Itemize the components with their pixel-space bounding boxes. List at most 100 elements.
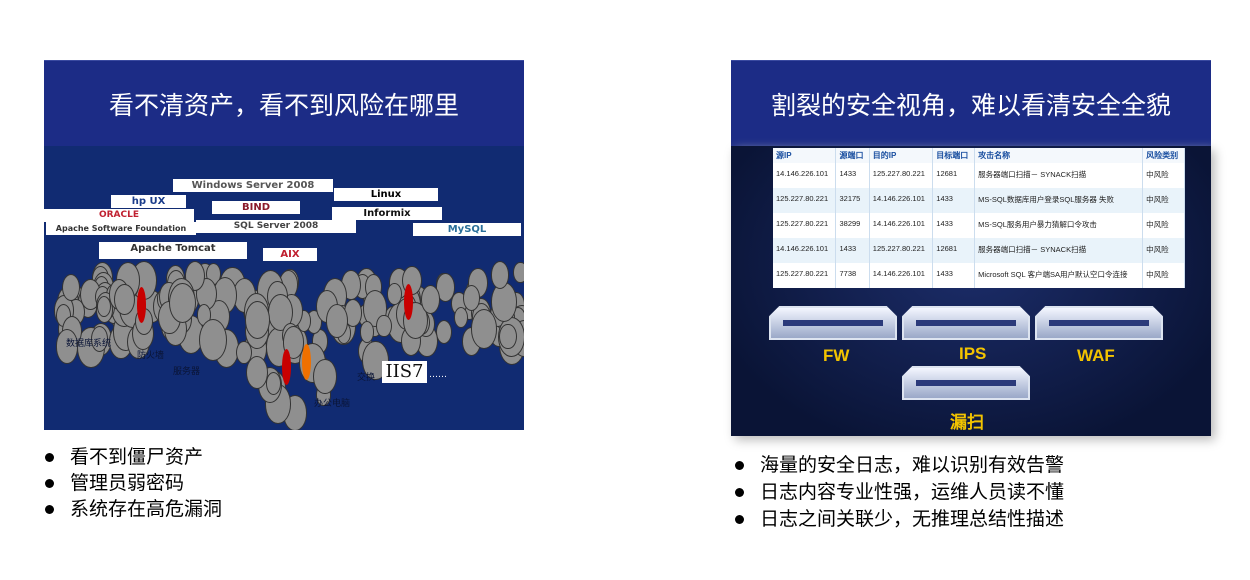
table-header-cell: 目的IP — [869, 148, 934, 163]
cloud-shape — [436, 320, 453, 345]
table-cell: Microsoft SQL 客户端SA用户默认空口令连接 — [974, 263, 1144, 288]
waf-label: WAF — [1077, 346, 1115, 365]
table-cell: MS-SQL数据库用户登录SQL服务器 失败 — [974, 188, 1144, 213]
table-cell: 38299 — [835, 213, 870, 238]
cloud-shape — [198, 319, 227, 361]
table-cell: 14.146.226.101 — [773, 163, 837, 188]
risk-marker — [404, 284, 413, 320]
cloud-shape — [90, 325, 108, 352]
table-header-cell: 目标端口 — [932, 148, 976, 163]
label-server: 服务器 — [173, 367, 201, 377]
label-firewall: 防火墙 — [137, 351, 165, 361]
table-cell: 32175 — [835, 188, 870, 213]
logo-windows-server: Windows Server 2008 — [173, 179, 333, 192]
table-cell: 1433 — [932, 188, 976, 213]
table-cell: 125.227.80.221 — [773, 263, 837, 288]
label-switch: 交换 — [357, 373, 376, 383]
table-cell: 125.227.80.221 — [869, 238, 934, 263]
table-cell: 中风险 — [1142, 263, 1185, 288]
table-cell: 服务器端口扫描－ SYNACK扫描 — [974, 163, 1144, 188]
table-cell: 14.146.226.101 — [869, 263, 934, 288]
risk-marker — [282, 349, 291, 385]
cloud-shape — [490, 261, 510, 289]
bullet-item: 看不到僵尸资产 — [40, 444, 222, 470]
cloud-shape — [168, 282, 196, 324]
left-panel-title: 看不清资产，看不到风险在哪里 — [44, 60, 524, 146]
asset-illustration: Windows Server 2008 Linux hp UX BIND ORA… — [44, 146, 524, 430]
logo-mysql: MySQL — [413, 223, 521, 236]
cloud-shape — [236, 340, 252, 364]
table-header-cell: 源IP — [773, 148, 837, 163]
cloud-shape — [513, 261, 524, 284]
waf-device-icon — [1035, 306, 1163, 340]
right-panel-title: 割裂的安全视角，难以看清安全全貌 — [731, 60, 1211, 146]
logo-iis7: IIS7 — [382, 361, 427, 383]
bullet-item: 日志内容专业性强，运维人员读不懂 — [730, 479, 1064, 506]
scanner-label: 漏扫 — [950, 413, 984, 432]
cloud-shape — [245, 355, 268, 389]
table-cell: 中风险 — [1142, 163, 1185, 188]
risk-marker — [302, 344, 311, 380]
table-cell: 1433 — [932, 263, 976, 288]
cloud-shape — [387, 283, 402, 305]
cloud-shape — [55, 329, 79, 364]
logo-linux: Linux — [334, 188, 438, 201]
logo-sql-server: SQL Server 2008 — [196, 220, 356, 233]
label-database: 数据库系统 — [66, 339, 112, 349]
cloud-shape — [244, 301, 270, 339]
fw-label: FW — [823, 346, 850, 365]
cloud-shape — [113, 283, 135, 316]
fw-device-icon — [769, 306, 897, 340]
bullet-item: 日志之间关联少，无推理总结性描述 — [730, 506, 1064, 533]
left-bullet-list: 看不到僵尸资产 管理员弱密码 系统存在高危漏洞 — [40, 444, 222, 522]
cloud-shape — [376, 314, 392, 338]
table-cell: 12681 — [932, 238, 976, 263]
logo-apache: Apache Software Foundation — [46, 222, 196, 235]
cloud-shape — [453, 306, 468, 328]
table-cell: 14.146.226.101 — [869, 188, 934, 213]
cloud-shape — [313, 358, 338, 395]
cloud-shape — [470, 309, 497, 349]
table-cell: 中风险 — [1142, 238, 1185, 263]
cloud-shape — [499, 323, 517, 350]
logo-oracle: ORACLE — [44, 209, 194, 222]
table-header-cell: 风险类别 — [1142, 148, 1185, 163]
table-cell: 中风险 — [1142, 213, 1185, 238]
cloud-shape — [265, 372, 282, 396]
cloud-shape — [490, 282, 518, 322]
cloud-shape — [420, 284, 441, 315]
table-cell: 14.146.226.101 — [773, 238, 837, 263]
cloud-shape — [325, 303, 349, 339]
scanner-device-icon — [902, 366, 1030, 400]
cloud-shape — [360, 321, 375, 343]
label-ellipsis: …… — [429, 370, 447, 380]
logo-aix: AIX — [263, 248, 317, 261]
table-cell: 1433 — [932, 213, 976, 238]
table-cell: 125.227.80.221 — [869, 163, 934, 188]
table-cell: 12681 — [932, 163, 976, 188]
risk-marker — [137, 287, 146, 323]
ips-device-icon — [902, 306, 1030, 340]
logo-hp-ux: hp UX — [111, 195, 186, 208]
table-cell: 125.227.80.221 — [773, 188, 837, 213]
cloud-shape — [96, 295, 111, 318]
bullet-item: 海量的安全日志，难以识别有效告警 — [730, 452, 1064, 479]
cloud-shape — [462, 285, 481, 312]
table-cell: 125.227.80.221 — [773, 213, 837, 238]
ips-label: IPS — [959, 344, 987, 363]
logo-informix: Informix — [332, 207, 442, 220]
table-header-cell: 攻击名称 — [974, 148, 1144, 163]
table-header-cell: 源端口 — [835, 148, 870, 163]
label-office-pc: 办公电脑 — [314, 399, 351, 409]
table-cell: 服务器端口扫描－ SYNACK扫描 — [974, 238, 1144, 263]
bullet-item: 系统存在高危漏洞 — [40, 496, 222, 522]
table-cell: 7738 — [835, 263, 870, 288]
bullet-item: 管理员弱密码 — [40, 470, 222, 496]
table-cell: MS-SQL服务用户暴力猜解口令攻击 — [974, 213, 1144, 238]
